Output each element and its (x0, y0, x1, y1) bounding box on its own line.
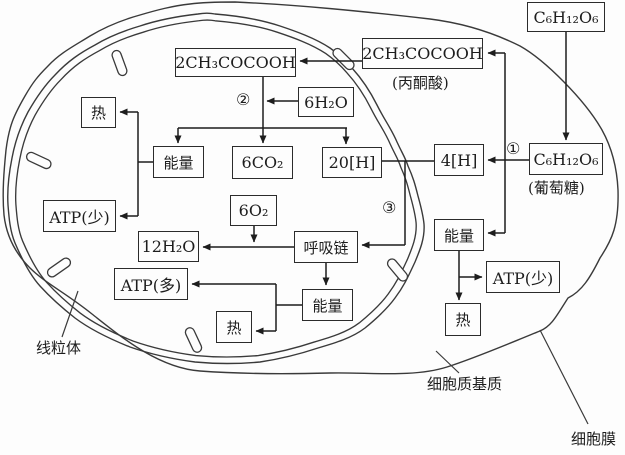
mitochondrion-outer-membrane (7, 12, 425, 365)
node-heat-3: 热 (216, 311, 252, 343)
label-cytoplasm-name: 细胞质基质 (427, 375, 503, 393)
label-mitochondrion-name: 线粒体 (36, 339, 82, 357)
node-label-energy-3: 能量 (312, 296, 343, 315)
mitochondrion-cristae (25, 47, 409, 353)
label-cell-membrane-name: 细胞膜 (571, 430, 617, 448)
node-glucose-cytoplasm: C₆H₁₂O₆ (529, 143, 603, 175)
node-label-water-6: 6H₂O (304, 92, 348, 112)
node-label-atp-few-1: ATP(少) (49, 208, 110, 227)
node-label-respiratory-chain: 呼吸链 (303, 238, 349, 257)
node-o2-6: 6O₂ (230, 195, 277, 226)
node-energy-1: 能量 (153, 146, 204, 178)
cytoplasm-pointer (435, 350, 460, 374)
node-label-heat-2: 热 (455, 311, 471, 329)
node-h-20: 20[H] (322, 147, 382, 178)
node-label-h-20: 20[H] (328, 153, 376, 172)
node-label-water-12: 12H₂O (141, 237, 196, 256)
node-water-12: 12H₂O (138, 231, 199, 262)
label-glucose-name: (葡萄糖) (528, 179, 585, 197)
node-pyruvate-mitochondrion: 2CH₃COCOOH (175, 48, 296, 77)
node-label-energy-1: 能量 (163, 153, 194, 172)
node-pyruvate-cytoplasm: 2CH₃COCOOH (362, 38, 483, 69)
node-label-o2-6: 6O₂ (238, 201, 269, 220)
node-h-4: 4[H] (434, 144, 484, 176)
node-atp-few-1: ATP(少) (43, 200, 116, 232)
node-label-energy-2: 能量 (443, 226, 474, 245)
arrows (119, 32, 570, 335)
node-label-heat-1: 热 (90, 104, 106, 122)
node-label-h-4: 4[H] (440, 150, 478, 170)
node-water-6: 6H₂O (298, 87, 354, 117)
label-step-1: ① (506, 139, 521, 158)
node-label-pyruvate-cytoplasm: 2CH₃COCOOH (362, 44, 483, 63)
mitochondrion-pointer (61, 290, 79, 338)
label-pointers (61, 290, 589, 425)
node-co2-6: 6CO₂ (232, 146, 293, 179)
node-label-atp-many: ATP(多) (120, 276, 182, 295)
label-pyruvate-name: (丙酮酸) (392, 74, 449, 92)
node-energy-2: 能量 (434, 219, 484, 251)
node-atp-few-2: ATP(少) (486, 261, 560, 293)
node-label-co2-6: 6CO₂ (241, 153, 284, 172)
node-label-atp-few-2: ATP(少) (492, 269, 554, 288)
node-energy-3: 能量 (302, 289, 353, 321)
label-step-3: ③ (382, 198, 397, 217)
node-heat-1: 热 (81, 97, 116, 128)
cell-membrane-pointer (539, 329, 589, 425)
node-label-pyruvate-mitochondrion: 2CH₃COCOOH (175, 53, 296, 72)
connector-lines (137, 53, 506, 331)
node-glucose-outside: C₆H₁₂O₆ (527, 2, 605, 32)
label-step-2: ② (236, 90, 251, 109)
node-label-heat-3: 热 (226, 318, 242, 337)
node-respiratory-chain: 呼吸链 (294, 231, 358, 263)
node-heat-2: 热 (445, 303, 481, 336)
node-label-glucose-cytoplasm: C₆H₁₂O₆ (533, 149, 599, 169)
node-atp-many: ATP(多) (114, 268, 188, 300)
node-label-glucose-outside: C₆H₁₂O₆ (533, 7, 599, 27)
cell-membrane-outline (2, 1, 619, 375)
